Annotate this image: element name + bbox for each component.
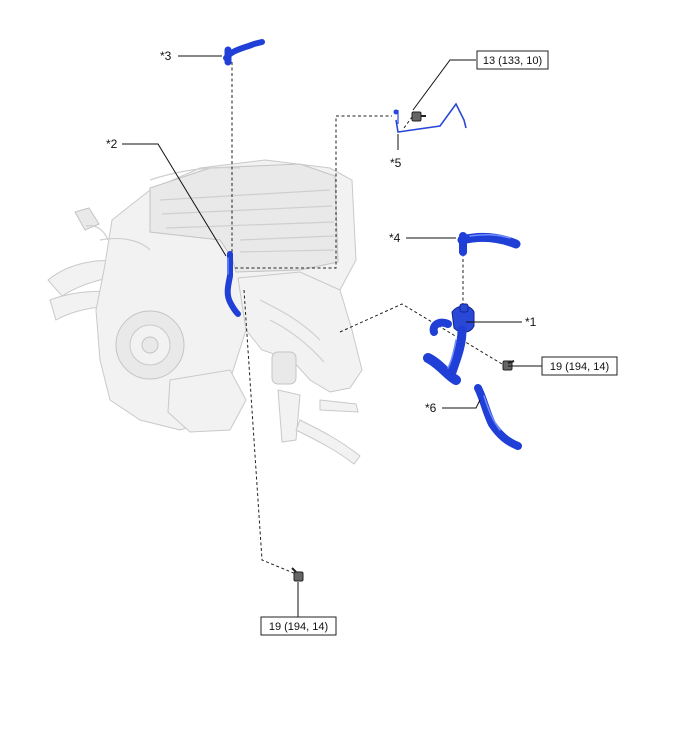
- callout-4: *4: [389, 231, 401, 245]
- torque-spec-right: 19 (194, 14): [541, 356, 618, 376]
- part-1-valve: [423, 303, 475, 385]
- callout-3: *3: [160, 49, 172, 63]
- location-lines: [231, 62, 503, 575]
- bolt-icon: [411, 111, 426, 122]
- torque-value: 19 (194, 14): [269, 621, 328, 633]
- part-2-pipe: [224, 251, 241, 317]
- engine-assembly: [47, 159, 363, 465]
- callout-5: *5: [390, 156, 402, 170]
- callout-6: *6: [425, 401, 437, 415]
- part-6-hose: [474, 384, 522, 450]
- torque-spec-top-right: 13 (133, 10): [476, 50, 549, 70]
- leader-lines: [122, 55, 542, 618]
- torque-value: 19 (194, 14): [550, 361, 609, 373]
- callout-1: *1: [525, 315, 537, 329]
- part-4-hose: [457, 232, 521, 256]
- part-5-bracket: [393, 102, 467, 133]
- torque-value: 13 (133, 10): [483, 55, 542, 67]
- torque-spec-bottom: 19 (194, 14): [260, 616, 337, 636]
- bolt-icon: [291, 567, 304, 582]
- part-3-hose: [223, 39, 265, 66]
- callout-2: *2: [106, 137, 118, 151]
